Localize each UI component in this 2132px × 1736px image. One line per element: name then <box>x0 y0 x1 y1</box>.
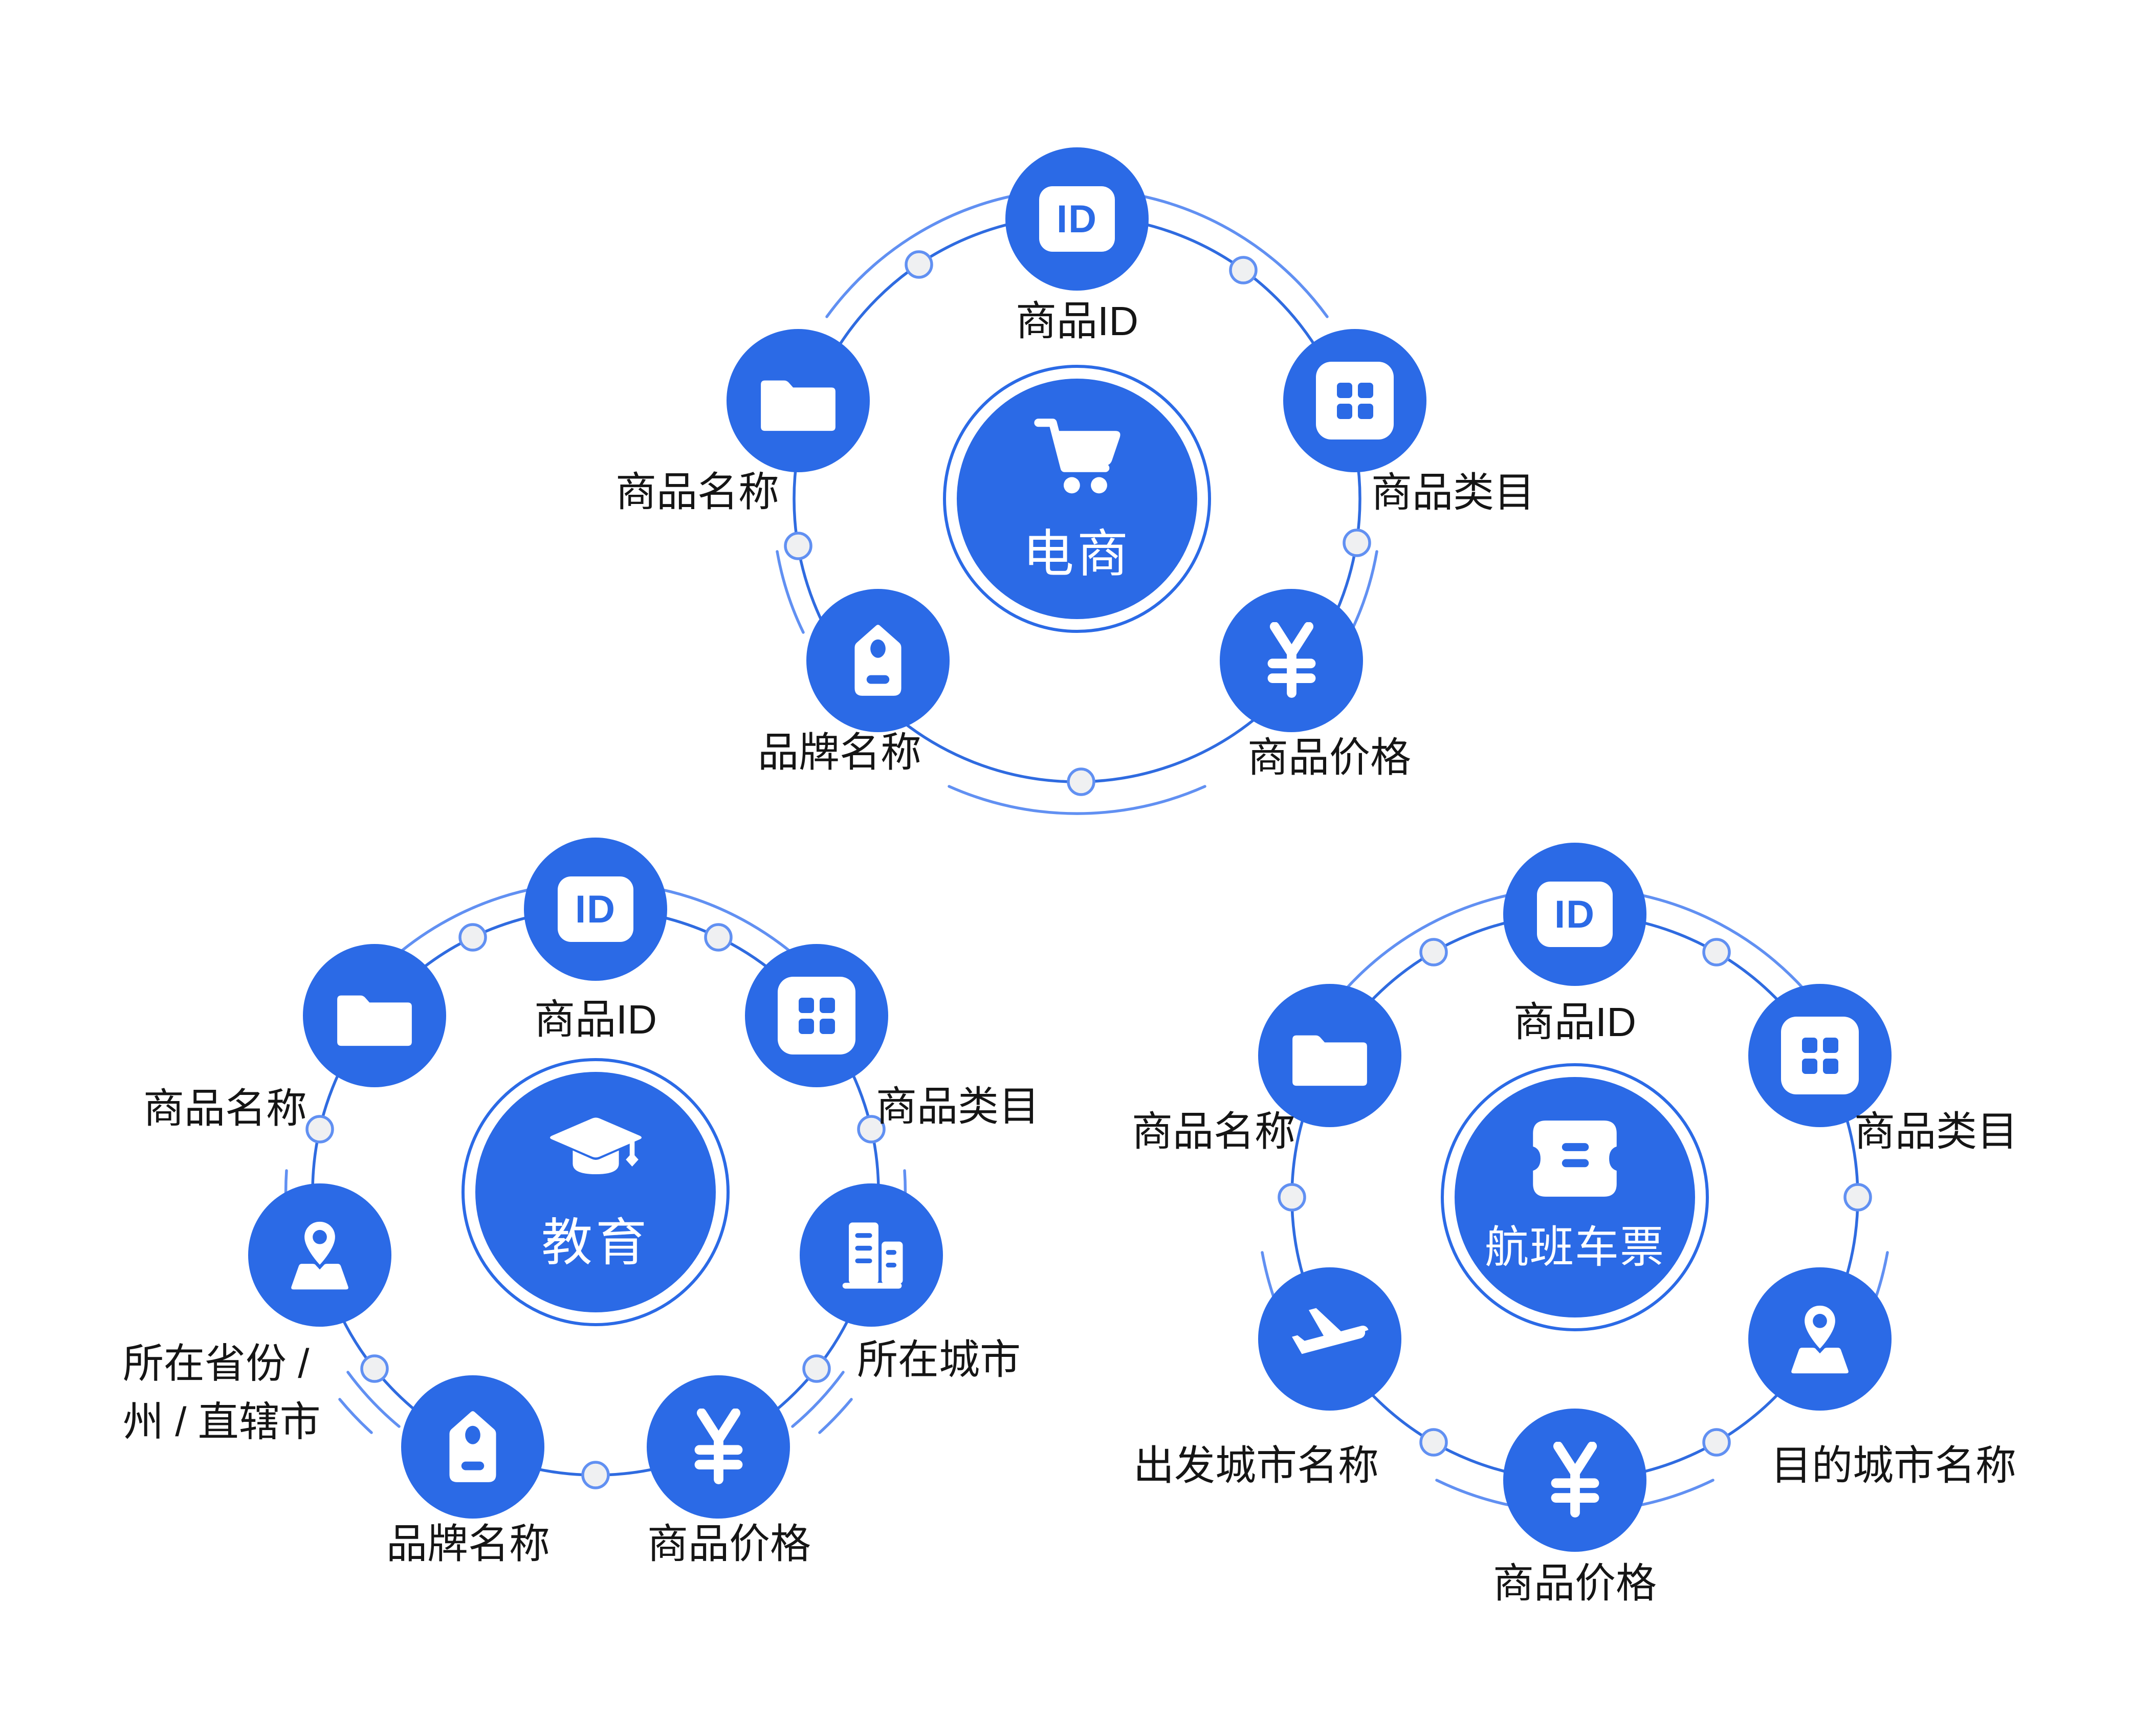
satellite-label-city: 所在城市 <box>857 1337 1021 1383</box>
brand-tag-icon <box>854 625 902 696</box>
satellite-label-price: 商品价格 <box>647 1521 811 1567</box>
satellite-product-id: ID <box>524 838 667 981</box>
satellite-label-product-name: 商品名称 <box>616 469 779 515</box>
satellite-label-product-id: 商品ID <box>534 997 657 1043</box>
center-ring <box>1441 1063 1709 1331</box>
airplane-takeoff-icon <box>1292 1308 1369 1354</box>
satellite-label-product-name: 商品名称 <box>143 1086 307 1132</box>
id-badge-icon: ID <box>1537 882 1613 947</box>
satellite-category <box>1283 329 1426 472</box>
graduation-cap-icon <box>550 1117 642 1175</box>
satellite-category <box>745 944 888 1087</box>
satellite-label-product-id: 商品ID <box>1016 298 1138 344</box>
satellite-label-destination-city: 目的城市名称 <box>1771 1443 2016 1489</box>
satellite-label-product-id: 商品ID <box>1513 999 1636 1045</box>
satellite-province <box>248 1183 391 1327</box>
center-label: 电商 <box>1023 525 1131 583</box>
center-label: 教育 <box>541 1214 650 1271</box>
satellite-label-price: 商品价格 <box>1247 735 1411 781</box>
map-pin-icon <box>1791 1302 1849 1374</box>
yuan-price-icon <box>1551 1442 1599 1518</box>
satellite-label-brand: 品牌名称 <box>386 1521 550 1567</box>
satellite-label-category: 商品类目 <box>1854 1109 2018 1155</box>
yuan-price-icon <box>1267 622 1315 698</box>
satellite-label-province: 所在省份 / 州 / 直辖市 <box>123 1341 321 1444</box>
satellite-departure-city <box>1258 1267 1401 1411</box>
city-buildings-icon <box>842 1222 903 1289</box>
satellite-product-id: ID <box>1503 843 1646 986</box>
folder-icon <box>337 995 412 1046</box>
satellite-label-brand: 品牌名称 <box>758 730 921 776</box>
category-grid-icon <box>778 977 855 1054</box>
satellite-label-departure-city: 出发城市名称 <box>1133 1443 1379 1489</box>
satellite-category <box>1748 984 1892 1127</box>
id-badge-icon: ID <box>1039 186 1115 252</box>
center-node-flight-tickets: 航班车票 <box>1455 1077 1695 1317</box>
center-label: 航班车票 <box>1485 1223 1665 1272</box>
category-grid-icon <box>1781 1017 1859 1094</box>
satellite-label-category: 商品类目 <box>1371 470 1535 516</box>
id-badge-icon: ID <box>558 876 633 942</box>
satellite-product-name <box>1258 984 1401 1127</box>
satellite-brand <box>401 1375 544 1519</box>
center-node-ecommerce: 电商 <box>957 379 1197 619</box>
satellite-price <box>647 1375 790 1519</box>
center-ring <box>461 1058 730 1326</box>
folder-icon <box>1292 1035 1367 1086</box>
yuan-price-icon <box>694 1409 742 1484</box>
satellite-product-name <box>727 329 870 472</box>
ticket-icon <box>1533 1120 1617 1197</box>
shopping-cart-icon <box>1034 418 1120 493</box>
satellite-product-name <box>303 944 446 1087</box>
satellite-product-id: ID <box>1005 147 1149 291</box>
satellite-label-category: 商品类目 <box>876 1084 1040 1130</box>
satellite-price <box>1220 589 1363 732</box>
center-node-education: 教育 <box>475 1072 716 1312</box>
category-grid-icon <box>1316 362 1394 440</box>
satellite-label-product-name: 商品名称 <box>1132 1109 1295 1155</box>
center-ring <box>943 365 1211 633</box>
satellite-city <box>800 1183 943 1327</box>
satellite-price <box>1503 1409 1646 1552</box>
map-pin-icon <box>291 1218 348 1290</box>
brand-tag-icon <box>449 1411 496 1482</box>
satellite-label-price: 商品价格 <box>1493 1561 1657 1607</box>
satellite-brand <box>806 589 950 732</box>
satellite-destination-city <box>1748 1267 1892 1411</box>
folder-icon <box>761 380 836 431</box>
